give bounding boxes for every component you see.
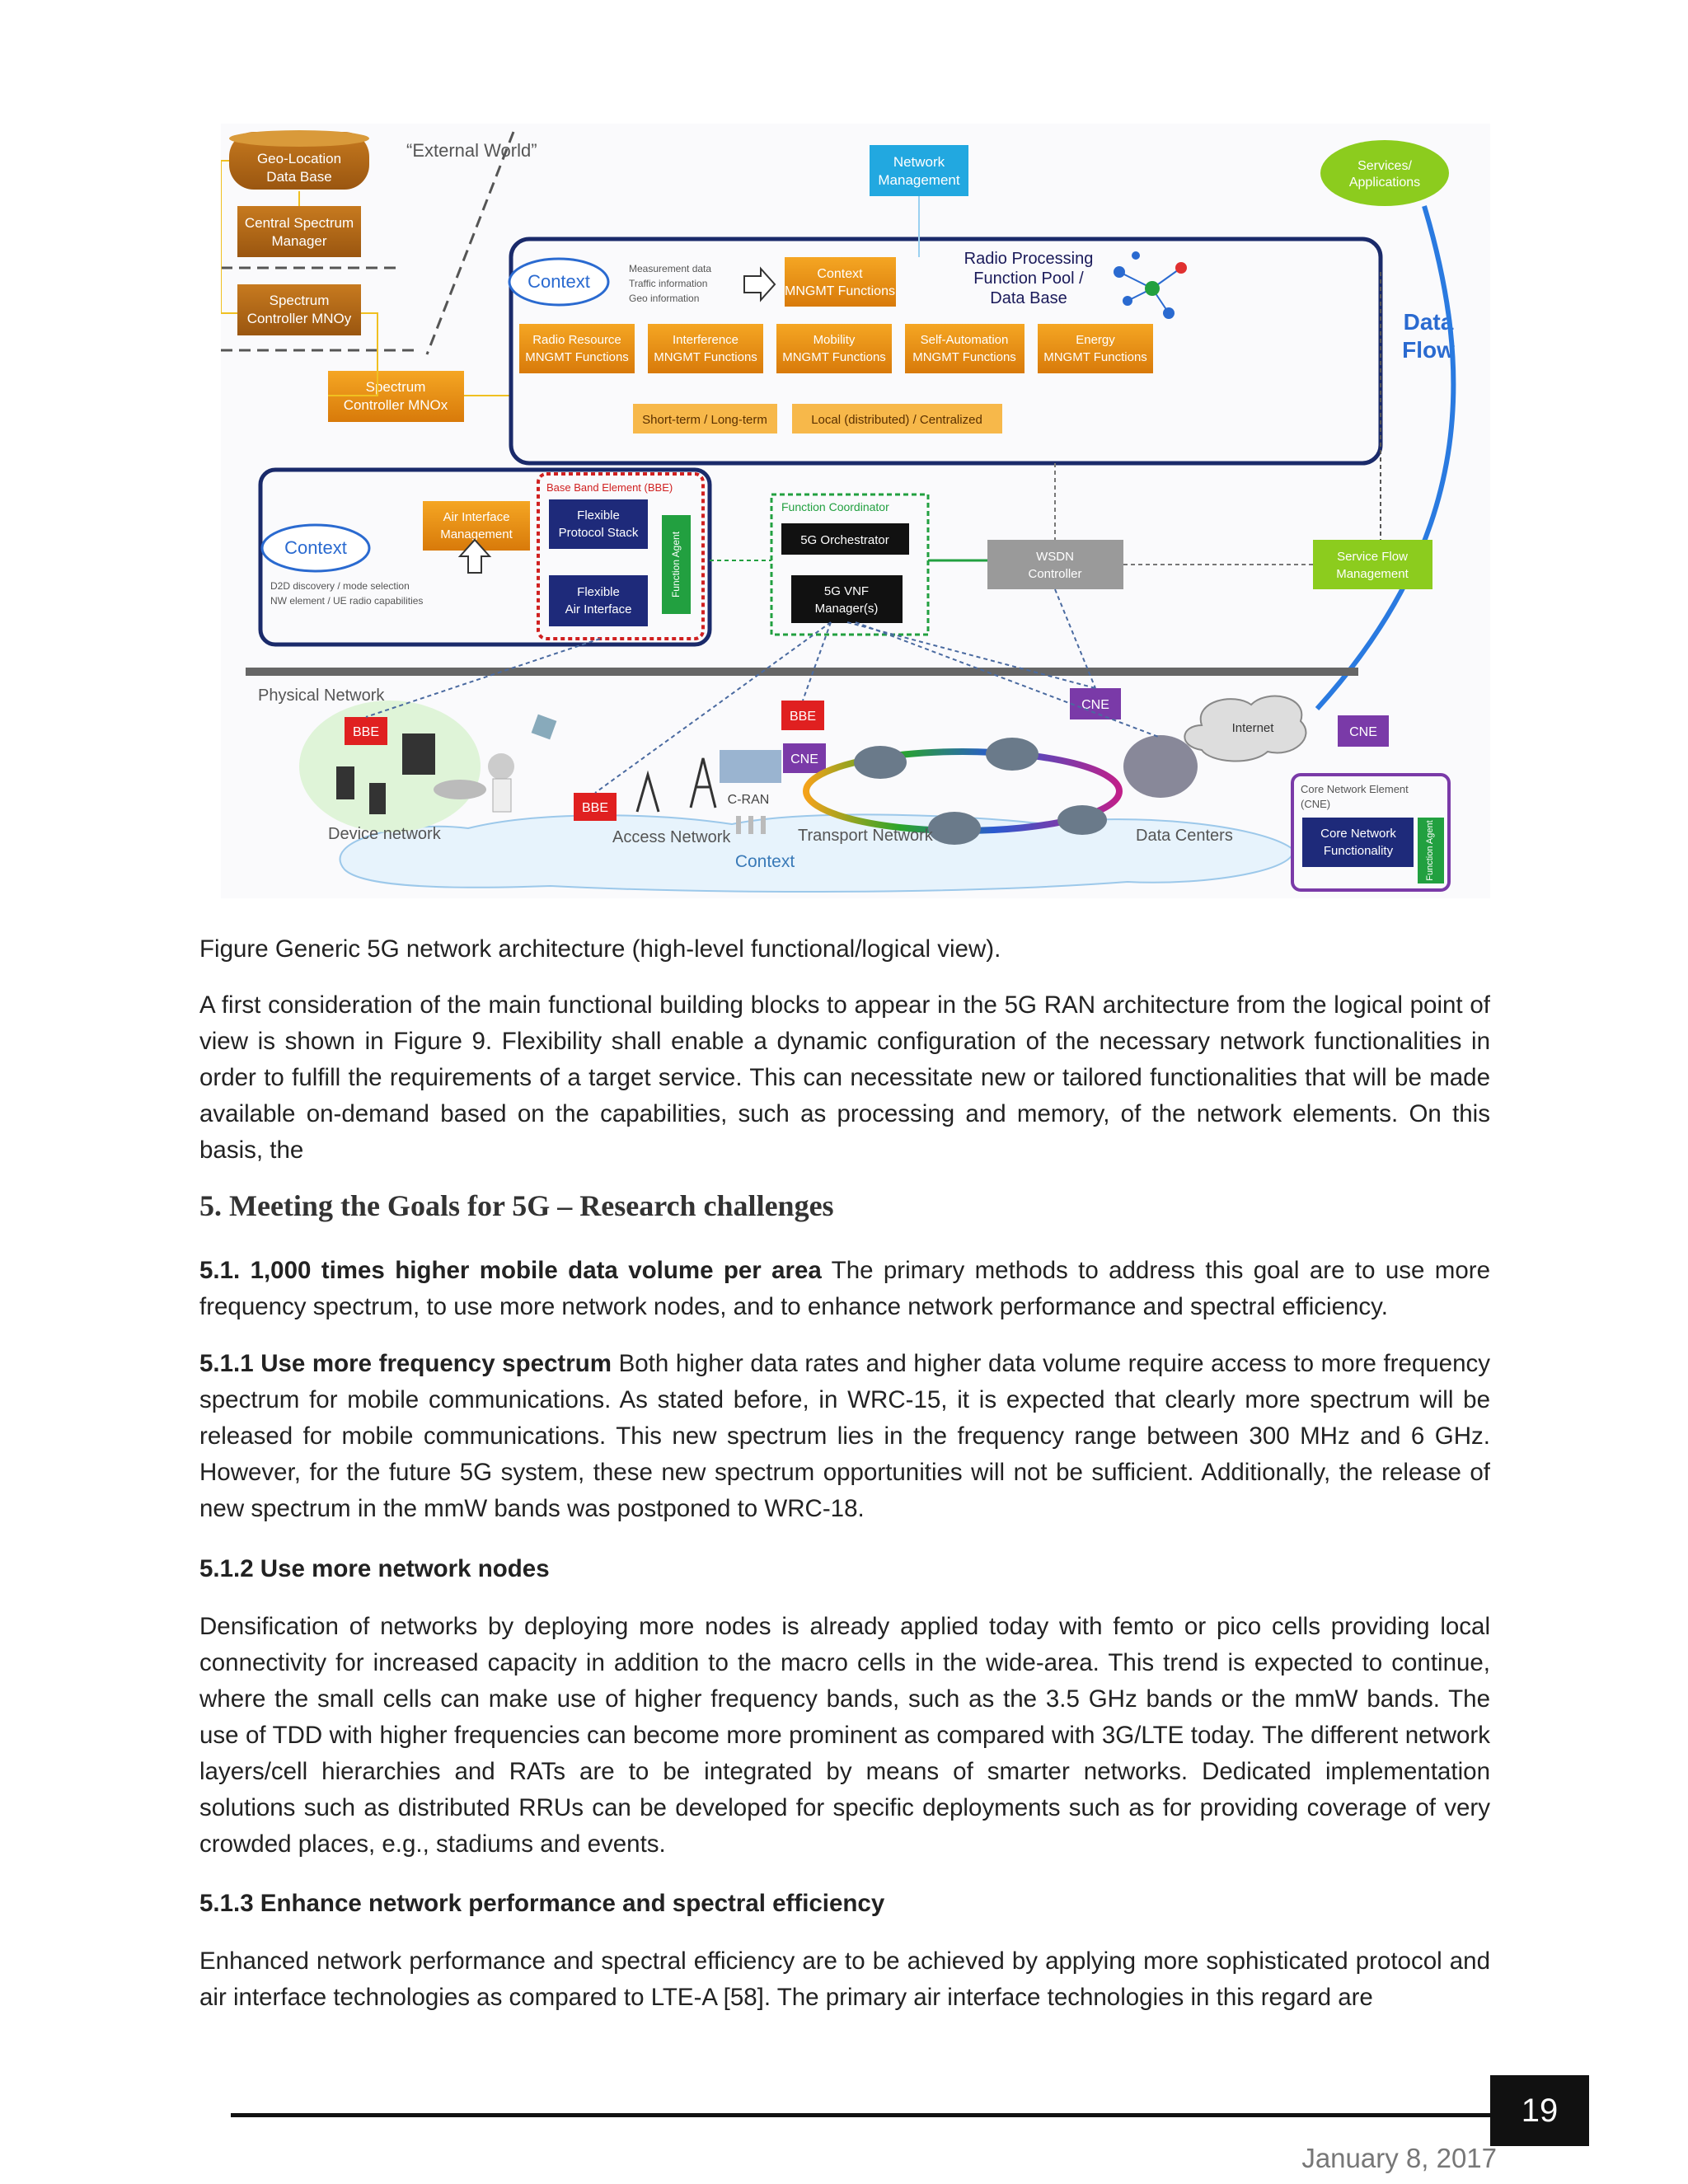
data-flow-label-2: Flow: [1402, 337, 1455, 363]
mngmt-fn-1-b: MNGMT Functions: [525, 350, 629, 364]
figure-caption: Figure Generic 5G network architecture (…: [199, 935, 1001, 963]
section-5-1-2-text: Densification of networks by deploying m…: [199, 1613, 1490, 1858]
section-5-1-text: The primary methods to address this goal…: [199, 1257, 1490, 1320]
network-mgmt-label-2: Management: [878, 172, 960, 188]
vnf-manager-label-2: Manager(s): [815, 602, 879, 616]
radio-pool-label-3: Data Base: [990, 289, 1067, 307]
radio-pool-label-1: Radio Processing: [964, 250, 1094, 268]
short-long-label: Short-term / Long-term: [642, 413, 767, 427]
context-cloud-2-label: Context: [284, 537, 347, 558]
flex-air-1: Flexible: [577, 585, 620, 599]
flex-protocol-1: Flexible: [577, 509, 620, 523]
spectrum-controller-x-1: Spectrum: [366, 379, 426, 395]
mngmt-fn-2-b: MNGMT Functions: [654, 350, 757, 364]
section-5-1-3-title: 5.1.3 Enhance network performance and sp…: [199, 1890, 885, 1917]
molecule-icon: [1114, 251, 1187, 319]
network-mgmt-label-1: Network: [893, 154, 945, 170]
function-coordinator-label: Function Coordinator: [781, 500, 889, 513]
context-bullet-1: Measurement data: [629, 263, 711, 274]
paragraph-intro: A first consideration of the main functi…: [199, 991, 1490, 1164]
bbe-device-label: BBE: [353, 725, 379, 739]
air-mgmt-label-1: Air Interface: [443, 510, 510, 524]
footer-rule: [231, 2113, 1492, 2117]
geo-db-label-1: Geo-Location: [257, 151, 341, 166]
mngmt-fn-1-a: Radio Resource: [532, 333, 621, 347]
flex-air-2: Air Interface: [565, 602, 632, 616]
context-mngmt-label-1: Context: [817, 267, 863, 281]
spectrum-controller-y-1: Spectrum: [270, 293, 330, 308]
flex-protocol-2: Protocol Stack: [559, 526, 639, 540]
context-cloud-base: [339, 813, 1294, 893]
mngmt-fn-2-a: Interference: [673, 333, 738, 347]
cne-top-label: CNE: [1081, 698, 1109, 712]
function-agent-label: Function Agent: [670, 531, 682, 598]
access-network-label: Access Network: [612, 828, 731, 846]
section-5-1: 5.1. 1,000 times higher mobile data volu…: [199, 1253, 1490, 1325]
section-5-1-title: 5.1. 1,000 times higher mobile data volu…: [199, 1257, 822, 1284]
bbe-cran-label: BBE: [790, 710, 816, 724]
central-spectrum-label-1: Central Spectrum: [245, 215, 354, 231]
page-number: 19: [1490, 2075, 1589, 2146]
section-heading-5: 5. Meeting the Goals for 5G – Research c…: [199, 1189, 834, 1222]
cran-label: C-RAN: [728, 793, 770, 807]
data-centers-label: Data Centers: [1136, 827, 1233, 845]
core-fn-label-1: Core Network: [1320, 827, 1396, 841]
section-5-1-1-title: 5.1.1 Use more frequency spectrum: [199, 1350, 612, 1377]
internet-label: Internet: [1232, 721, 1275, 735]
core-fn-label-2: Functionality: [1324, 844, 1394, 858]
context2-bullet-2: NW element / UE radio capabilities: [270, 595, 423, 607]
central-spectrum-label-2: Manager: [271, 233, 326, 249]
bbe-access-label: BBE: [582, 801, 608, 815]
section-5-1-3-text: Enhanced network performance and spectra…: [199, 1947, 1490, 2011]
service-flow-label-1: Service Flow: [1337, 550, 1408, 564]
wsdn-label-1: WSDN: [1036, 550, 1074, 564]
cne-right-label: CNE: [1349, 725, 1377, 739]
mngmt-fn-4-b: MNGMT Functions: [912, 350, 1016, 364]
spectrum-controller-y-2: Controller MNOy: [247, 311, 352, 326]
radio-pool-label-2: Function Pool /: [973, 269, 1084, 288]
wsdn-label-2: Controller: [1028, 567, 1081, 581]
footer-date: January 8, 2017: [1301, 2143, 1497, 2173]
mngmt-fn-4-a: Self-Automation: [921, 333, 1009, 347]
mngmt-fn-5-a: Energy: [1076, 333, 1115, 347]
context-bullet-2: Traffic information: [629, 278, 707, 289]
context2-bullet-1: D2D discovery / mode selection: [270, 580, 410, 592]
data-flow-label-1: Data: [1404, 309, 1454, 335]
core-agent-label: Function Agent: [1425, 820, 1435, 880]
section-5-1-1: 5.1.1 Use more frequency spectrum Both h…: [199, 1346, 1490, 1527]
context-mngmt-label-2: MNGMT Functions: [785, 284, 895, 298]
mngmt-functions-row: Radio Resource MNGMT Functions Interfere…: [519, 324, 1153, 373]
device-network-label: Device network: [328, 825, 442, 843]
vnf-manager-label-1: 5G VNF: [824, 584, 869, 598]
cne-title-1: Core Network Element: [1301, 783, 1409, 795]
orchestrator-label: 5G Orchestrator: [800, 533, 889, 547]
air-mgmt-label-2: Management: [440, 527, 513, 541]
transport-network-label: Transport Network: [798, 827, 934, 845]
context-cloud-label: Context: [528, 271, 590, 292]
external-world-label: “External World”: [406, 140, 537, 161]
services-apps-label-2: Applications: [1349, 176, 1420, 190]
context-bullet-3: Geo information: [629, 293, 699, 304]
external-world-group: Geo-Location Data Base Central Spectrum …: [221, 130, 537, 422]
physical-network-label: Physical Network: [258, 687, 385, 705]
data-flow-arrow: [1315, 205, 1456, 711]
architecture-figure: Geo-Location Data Base Central Spectrum …: [221, 124, 1490, 898]
section-5-1-2-title: 5.1.2 Use more network nodes: [199, 1555, 550, 1582]
geo-db-label-2: Data Base: [266, 169, 331, 185]
mngmt-fn-3-a: Mobility: [814, 333, 856, 347]
cne-cran-label: CNE: [790, 752, 818, 766]
services-apps-label-1: Services/: [1357, 159, 1412, 173]
service-flow-label-2: Management: [1336, 567, 1409, 581]
local-central-label: Local (distributed) / Centralized: [811, 413, 982, 427]
mngmt-fn-5-b: MNGMT Functions: [1043, 350, 1147, 364]
section-5-1-1-text: Both higher data rates and higher data v…: [199, 1350, 1490, 1522]
bbe-title: Base Band Element (BBE): [546, 481, 673, 494]
context-base-label: Context: [735, 852, 795, 871]
mngmt-fn-3-b: MNGMT Functions: [782, 350, 886, 364]
cne-title-2: (CNE): [1301, 798, 1330, 810]
spectrum-controller-x-2: Controller MNOx: [344, 397, 448, 413]
